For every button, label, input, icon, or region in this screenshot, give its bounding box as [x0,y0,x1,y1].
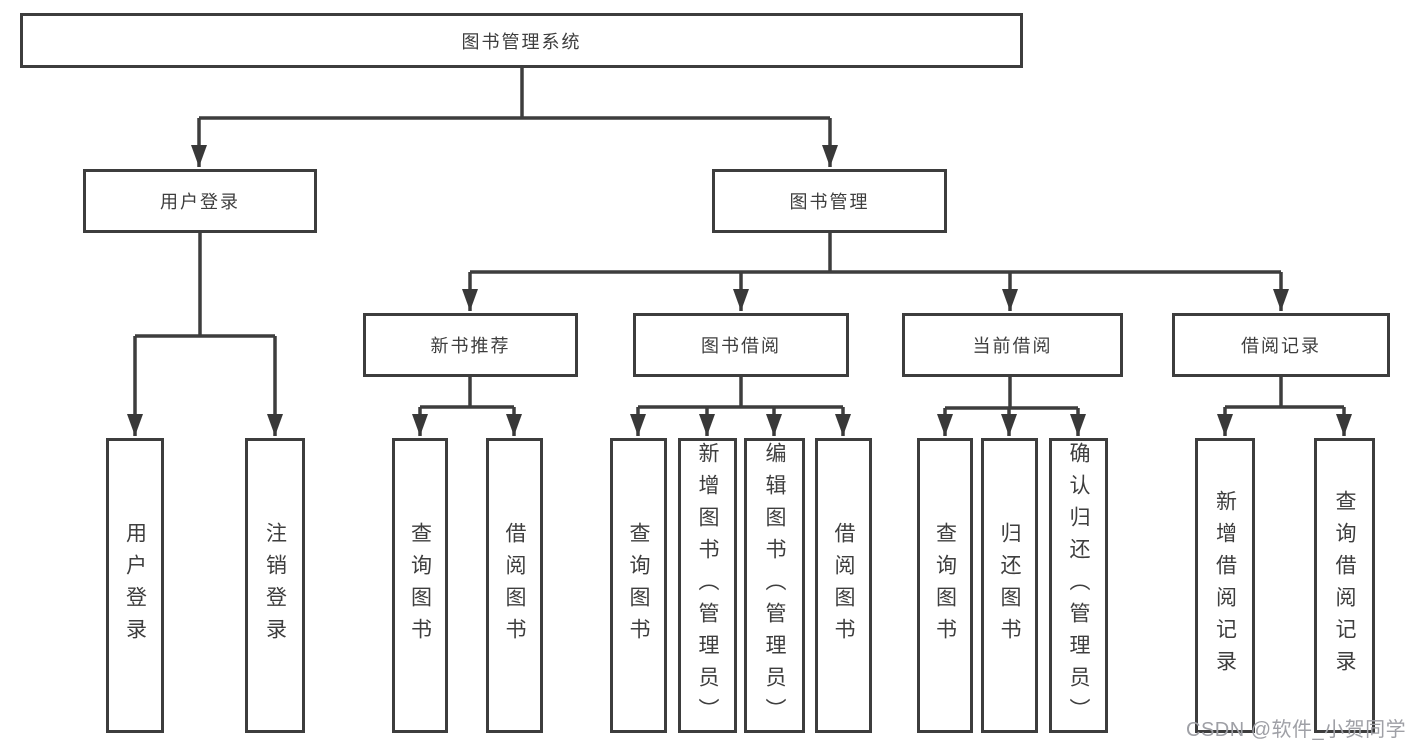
leaf-return-books: 归还图书 [981,438,1038,733]
leaf-add-books-admin-label: 新增图书（管理员） [696,441,719,730]
node-borrow-records-label: 借阅记录 [1241,336,1321,356]
connector-root-to-level2 [191,68,838,167]
node-user-login-label: 用户登录 [160,192,240,212]
node-current-borrow: 当前借阅 [902,313,1123,377]
leaf-query-books-borrow: 查询图书 [610,438,667,733]
node-root-label: 图书管理系统 [461,31,582,52]
leaf-query-borrow-record-label: 查询借阅记录 [1333,489,1356,682]
leaf-user-login-label: 用户登录 [123,521,147,650]
node-book-borrow: 图书借阅 [633,313,849,377]
leaf-edit-books-admin-label: 编辑图书（管理员） [763,441,786,730]
leaf-borrow-books: 借阅图书 [815,438,872,733]
leaf-query-books-borrow-label: 查询图书 [627,521,650,650]
node-borrow-records: 借阅记录 [1172,313,1390,377]
connector-borrow-records-children [1217,377,1352,436]
node-new-book-recommend-label: 新书推荐 [430,336,511,356]
leaf-borrow-books-recommend: 借阅图书 [486,438,543,733]
leaf-query-borrow-record: 查询借阅记录 [1314,438,1375,733]
leaf-return-books-label: 归还图书 [998,521,1021,650]
node-user-login: 用户登录 [83,169,317,233]
leaf-query-books-current: 查询图书 [917,438,973,733]
leaf-query-books-current-label: 查询图书 [933,521,957,650]
leaf-logout: 注销登录 [245,438,305,733]
leaf-borrow-books-recommend-label: 借阅图书 [503,521,526,650]
leaf-confirm-return-admin: 确认归还（管理员） [1049,438,1108,733]
connector-book-management-children [462,233,1289,311]
leaf-add-borrow-record: 新增借阅记录 [1195,438,1255,733]
connector-new-book-recommend-children [412,377,522,436]
leaf-logout-label: 注销登录 [263,521,287,650]
leaf-add-books-admin: 新增图书（管理员） [678,438,737,733]
node-book-management-label: 图书管理 [789,192,870,212]
leaf-borrow-books-label: 借阅图书 [832,521,855,650]
leaf-add-borrow-record-label: 新增借阅记录 [1213,489,1237,682]
node-current-borrow-label: 当前借阅 [972,336,1053,356]
connector-book-borrow-children [630,377,851,436]
node-book-management: 图书管理 [712,169,947,233]
leaf-query-books-recommend: 查询图书 [392,438,448,733]
connector-current-borrow-children [937,377,1086,436]
node-root: 图书管理系统 [20,13,1023,68]
leaf-query-books-recommend-label: 查询图书 [408,521,432,650]
node-book-borrow-label: 图书借阅 [701,336,781,356]
csdn-watermark: CSDN @软件_小贺同学 [1186,719,1405,741]
node-new-book-recommend: 新书推荐 [363,313,578,377]
leaf-confirm-return-admin-label: 确认归还（管理员） [1067,441,1090,730]
leaf-user-login: 用户登录 [106,438,164,733]
leaf-edit-books-admin: 编辑图书（管理员） [744,438,805,733]
connector-user-login-children [127,233,283,436]
